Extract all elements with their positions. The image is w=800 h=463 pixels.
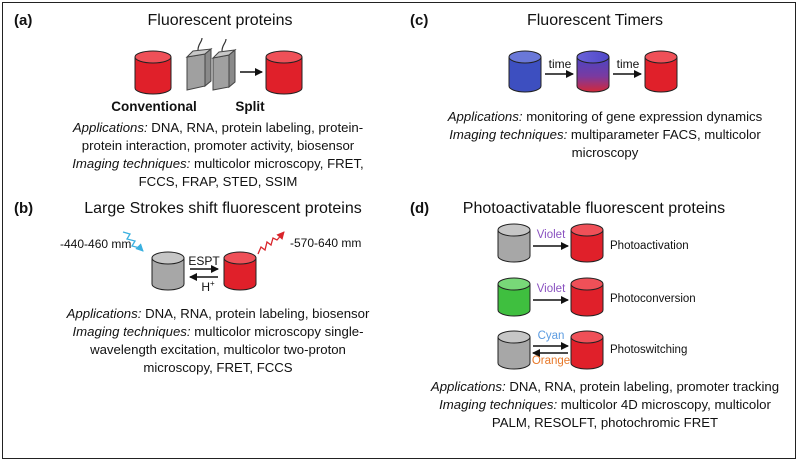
panel-d-row3-light-cyan: Cyan <box>537 330 565 342</box>
c-transition-cylinder <box>576 50 610 93</box>
panel-a-applications: Applications: DNA, RNA, protein labeling… <box>30 119 406 155</box>
panel-d-applications: Applications: DNA, RNA, protein labeling… <box>420 378 790 396</box>
panel-b-emission-label: -570-640 mm <box>290 236 362 250</box>
panel-d-row1-light: Violet <box>536 229 566 241</box>
b-excitation-zigzag <box>122 231 144 252</box>
panel-b-label: (b) <box>14 200 34 217</box>
panel-d-row3-light-orange: Orange <box>531 355 571 367</box>
panel-a-label: (a) <box>14 12 33 29</box>
panel-a-title: Fluorescent proteins <box>147 12 293 29</box>
c-blue-cylinder <box>508 50 542 93</box>
panel-c-imaging-label: Imaging techniques: <box>449 127 568 142</box>
panel-d-row2-name: Photoconversion <box>610 293 696 305</box>
panel-d-imaging-line-2: PALM, RESOLFT, photochromic FRET <box>491 415 719 430</box>
panel-c-applications-label: Applications: <box>447 109 523 124</box>
panel-d-imaging: Imaging techniques: multicolor 4D micros… <box>420 396 790 432</box>
d-row2-red-cylinder <box>570 277 604 317</box>
panel-d-imaging-label: Imaging techniques: <box>439 397 558 412</box>
panel-b-imaging-line-2: wavelength excitation, multicolor two-pr… <box>90 342 346 357</box>
panel-d-row1-name: Photoactivation <box>610 240 689 252</box>
panel-b-applications: Applications: DNA, RNA, protein labeling… <box>30 305 406 323</box>
a-split-result-cylinder <box>265 50 303 95</box>
panel-b-imaging-line-1: multicolor microscopy single- <box>190 324 364 339</box>
panel-a-imaging-label: Imaging techniques: <box>72 156 191 171</box>
panel-b-hplus-text: H <box>201 280 210 294</box>
b-red-cylinder <box>223 251 257 291</box>
panel-a-imaging: Imaging techniques: multicolor microscop… <box>30 155 406 191</box>
panel-c-label: (c) <box>410 12 429 29</box>
panel-c-time-label-1: time <box>548 57 572 71</box>
panel-a-applications-line-1: DNA, RNA, protein labeling, protein- <box>147 120 364 135</box>
d-row3-red-cylinder <box>570 330 604 370</box>
panel-a-applications-label: Applications: <box>72 120 148 135</box>
panel-a-split-label: Split <box>235 99 265 114</box>
panel-d-title: Photoactivatable fluorescent proteins <box>462 200 726 217</box>
figure-frame <box>2 2 796 459</box>
d-row3-gray-cylinder <box>497 330 531 370</box>
panel-b-espt-label: ESPT <box>188 254 220 268</box>
panel-b-title: Large Strokes shift fluorescent proteins <box>84 200 362 217</box>
panel-c-imaging: Imaging techniques: multiparameter FACS,… <box>420 126 790 162</box>
d-row1-red-cylinder <box>570 223 604 263</box>
a-conventional-cylinder <box>134 50 172 95</box>
panel-d-applications-label: Applications: <box>430 379 506 394</box>
panel-c-title: Fluorescent Timers <box>526 12 664 29</box>
d-row2-green-cylinder <box>497 277 531 317</box>
panel-a-imaging-line-1: multicolor microscopy, FRET, <box>190 156 364 171</box>
b-emission-zigzag <box>257 231 285 255</box>
panel-b-hplus-label: H+ <box>196 279 220 294</box>
panel-b-imaging-line-3: microscopy, FRET, FCCS <box>143 360 293 375</box>
panel-b-hplus-sup: + <box>210 279 215 288</box>
a-split-halves <box>185 37 237 91</box>
b-gray-cylinder <box>151 251 185 291</box>
c-red-cylinder <box>644 50 678 93</box>
panel-a-conventional-label: Conventional <box>111 99 197 114</box>
panel-c-applications: Applications: monitoring of gene express… <box>430 108 780 126</box>
panel-b-applications-label: Applications: <box>66 306 142 321</box>
panel-a-applications-line-2: protein interaction, promoter activity, … <box>81 138 355 153</box>
d-row1-gray-cylinder <box>497 223 531 263</box>
panel-d-imaging-line-1: multicolor 4D microscopy, multicolor <box>557 397 771 412</box>
panel-b-applications-line-1: DNA, RNA, protein labeling, biosensor <box>141 306 370 321</box>
panel-a-imaging-line-2: FCCS, FRAP, STED, SSIM <box>138 174 298 189</box>
panel-c-imaging-line-1: multiparameter FACS, multicolor microsco… <box>567 127 761 160</box>
panel-b-imaging: Imaging techniques: multicolor microscop… <box>30 323 406 377</box>
panel-d-label: (d) <box>410 200 430 217</box>
panel-c-time-label-2: time <box>616 57 640 71</box>
panel-b-imaging-label: Imaging techniques: <box>72 324 191 339</box>
panel-d-applications-line-1: DNA, RNA, protein labeling, promoter tra… <box>505 379 780 394</box>
panel-b-excitation-label: -440-460 mm <box>60 237 132 251</box>
panel-d-row2-light: Violet <box>536 283 566 295</box>
panel-c-applications-line-1: monitoring of gene expression dynamics <box>522 109 763 124</box>
panel-d-row3-name: Photoswitching <box>610 344 688 356</box>
